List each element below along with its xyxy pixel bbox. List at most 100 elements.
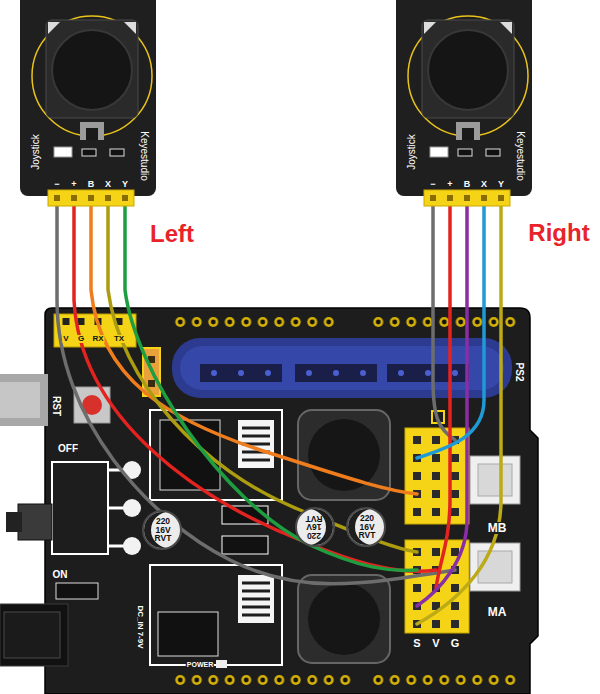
socket-hole [265, 370, 271, 376]
stick-bracket [456, 122, 480, 140]
dc-jack [4, 612, 60, 658]
pin-label: Y [498, 180, 504, 189]
motor-connector [470, 456, 520, 504]
side-label: Left [149, 222, 195, 246]
capacitor-value: 220 16V RVT [152, 517, 174, 543]
switch-pad [123, 537, 141, 555]
socket-hole [360, 370, 366, 376]
wires [57, 204, 501, 624]
inductor [308, 419, 380, 491]
switch-outline [52, 462, 108, 554]
pin [481, 195, 487, 201]
ps2-socket [180, 346, 504, 390]
pin-label: X [481, 180, 487, 189]
pin-label: RX [91, 335, 104, 343]
pin-label: S [412, 638, 421, 649]
capacitor: 220 16V RVT [346, 507, 386, 547]
side-label: Right [527, 221, 590, 245]
pin [498, 195, 504, 201]
switch-label: OFF [57, 444, 79, 454]
stick-bracket [462, 128, 474, 140]
slide-switch [6, 512, 22, 532]
pin-hole [63, 318, 70, 325]
led [430, 147, 448, 157]
joystick-base [422, 20, 514, 118]
corner-mark [424, 22, 436, 34]
wire [91, 204, 417, 494]
pin-label: G [450, 638, 461, 649]
joystick-base [46, 20, 138, 118]
chip-body [158, 612, 218, 656]
pin-label: B [464, 180, 471, 189]
usb-port [0, 374, 48, 426]
pin [447, 195, 453, 201]
capacitor-value: 220 16V RVT [356, 514, 378, 540]
switch-label: ON [52, 570, 69, 580]
wire [57, 204, 455, 584]
pin-label: − [54, 180, 59, 189]
inductor [308, 583, 380, 655]
smd-part [56, 583, 98, 599]
motor-label: MB [487, 522, 508, 534]
socket-bar [387, 364, 469, 382]
header-row [370, 316, 519, 328]
wire [417, 204, 484, 458]
pin-label: TX [113, 335, 125, 343]
socket-hole [452, 370, 458, 376]
motor-connector [478, 464, 512, 496]
motor-connector [470, 543, 520, 591]
pin-header [48, 190, 134, 206]
pin-label: B [88, 180, 95, 189]
smd-part [222, 536, 268, 554]
wire [417, 204, 501, 624]
corner-mark [48, 22, 60, 34]
brand-name: Keyestudio [139, 131, 149, 180]
resistor [82, 149, 96, 156]
brand-name: Keyestudio [515, 131, 525, 180]
socket-bar [295, 364, 377, 382]
joystick-ring [408, 16, 528, 136]
stick-bracket [86, 128, 98, 140]
pin-label: Y [122, 180, 128, 189]
wire [417, 204, 467, 606]
stick-bracket [80, 122, 104, 140]
pin-label: + [447, 180, 452, 189]
corner-mark [124, 22, 136, 34]
switch-pad [123, 499, 141, 517]
joystick-module: JoystickKeyestudio−+BXY [20, 0, 156, 196]
socket-hole [306, 370, 312, 376]
pin [54, 195, 60, 201]
pin [105, 195, 111, 201]
pin-hole [78, 318, 85, 325]
ps2-socket [172, 338, 512, 398]
pin-hole [148, 380, 155, 387]
capacitor-value: 220 16V RVT [303, 514, 325, 540]
pin-label: V [431, 638, 440, 649]
slide-switch [18, 504, 52, 540]
module-name: Joystick [407, 134, 417, 170]
header-row [172, 674, 354, 686]
wire [74, 204, 436, 571]
header-row [370, 674, 519, 686]
inductor [298, 575, 390, 663]
socket-hole [333, 370, 339, 376]
corner-mark [500, 22, 512, 34]
switch-lead [108, 545, 124, 548]
resistor [458, 149, 472, 156]
joystick-module: JoystickKeyestudio−+BXY [396, 0, 532, 196]
module-name: Joystick [31, 134, 41, 170]
pin [88, 195, 94, 201]
wire [125, 204, 417, 570]
pin-label: G [77, 335, 85, 343]
resistor [486, 149, 500, 156]
pin-label: V [62, 335, 69, 343]
socket-hole [211, 370, 217, 376]
heat-sink [238, 575, 274, 623]
button-label: RST [51, 395, 61, 417]
led [54, 147, 72, 157]
chip-outline [150, 565, 282, 665]
thumb-stick [428, 30, 508, 110]
dc-jack [0, 604, 68, 666]
motor-label: MA [487, 606, 508, 618]
usb-port [0, 382, 40, 418]
